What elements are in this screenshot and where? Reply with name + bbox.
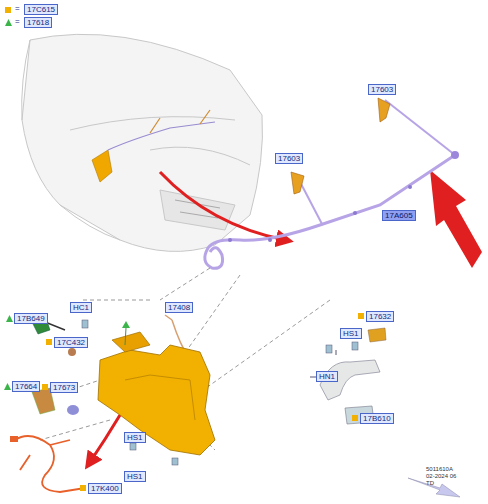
marker-triangle bbox=[4, 383, 11, 390]
callout-number: 17632 bbox=[366, 311, 394, 322]
marker-triangle bbox=[6, 315, 13, 322]
callout-number: 17664 bbox=[12, 381, 40, 392]
callout-number: 17K400 bbox=[88, 483, 122, 494]
callout-number: HN1 bbox=[316, 371, 338, 382]
drawing-code: 02-2024 06 bbox=[426, 473, 456, 480]
legend-swatch bbox=[5, 7, 11, 13]
marker-square bbox=[352, 415, 358, 421]
marker-square bbox=[80, 485, 86, 491]
legend-text: 17618 bbox=[24, 17, 52, 28]
equals-sign: = bbox=[15, 4, 20, 13]
callout-number: 17A605 bbox=[382, 210, 416, 221]
callout-number: HC1 bbox=[70, 302, 92, 313]
callout-number: HS1 bbox=[124, 432, 146, 443]
callout-number: 17B649 bbox=[14, 313, 48, 324]
drawing-code: 5011610A bbox=[426, 466, 453, 473]
callout-number: HS1 bbox=[340, 328, 362, 339]
callout-number: 17603 bbox=[368, 84, 396, 95]
marker-square bbox=[42, 384, 48, 390]
callout-number: 17408 bbox=[165, 302, 193, 313]
marker-square bbox=[358, 313, 364, 319]
equals-sign: = bbox=[15, 17, 20, 26]
callout-number: 17673 bbox=[50, 382, 78, 393]
drawing-code: TD bbox=[426, 480, 434, 487]
marker-square bbox=[46, 339, 52, 345]
callout-number: 17C432 bbox=[54, 337, 88, 348]
callout-number: HS1 bbox=[124, 471, 146, 482]
callout-number: 17603 bbox=[275, 153, 303, 164]
callout-number: 17B610 bbox=[360, 413, 394, 424]
legend-triangle bbox=[5, 19, 12, 26]
legend-text: 17C615 bbox=[24, 4, 58, 15]
